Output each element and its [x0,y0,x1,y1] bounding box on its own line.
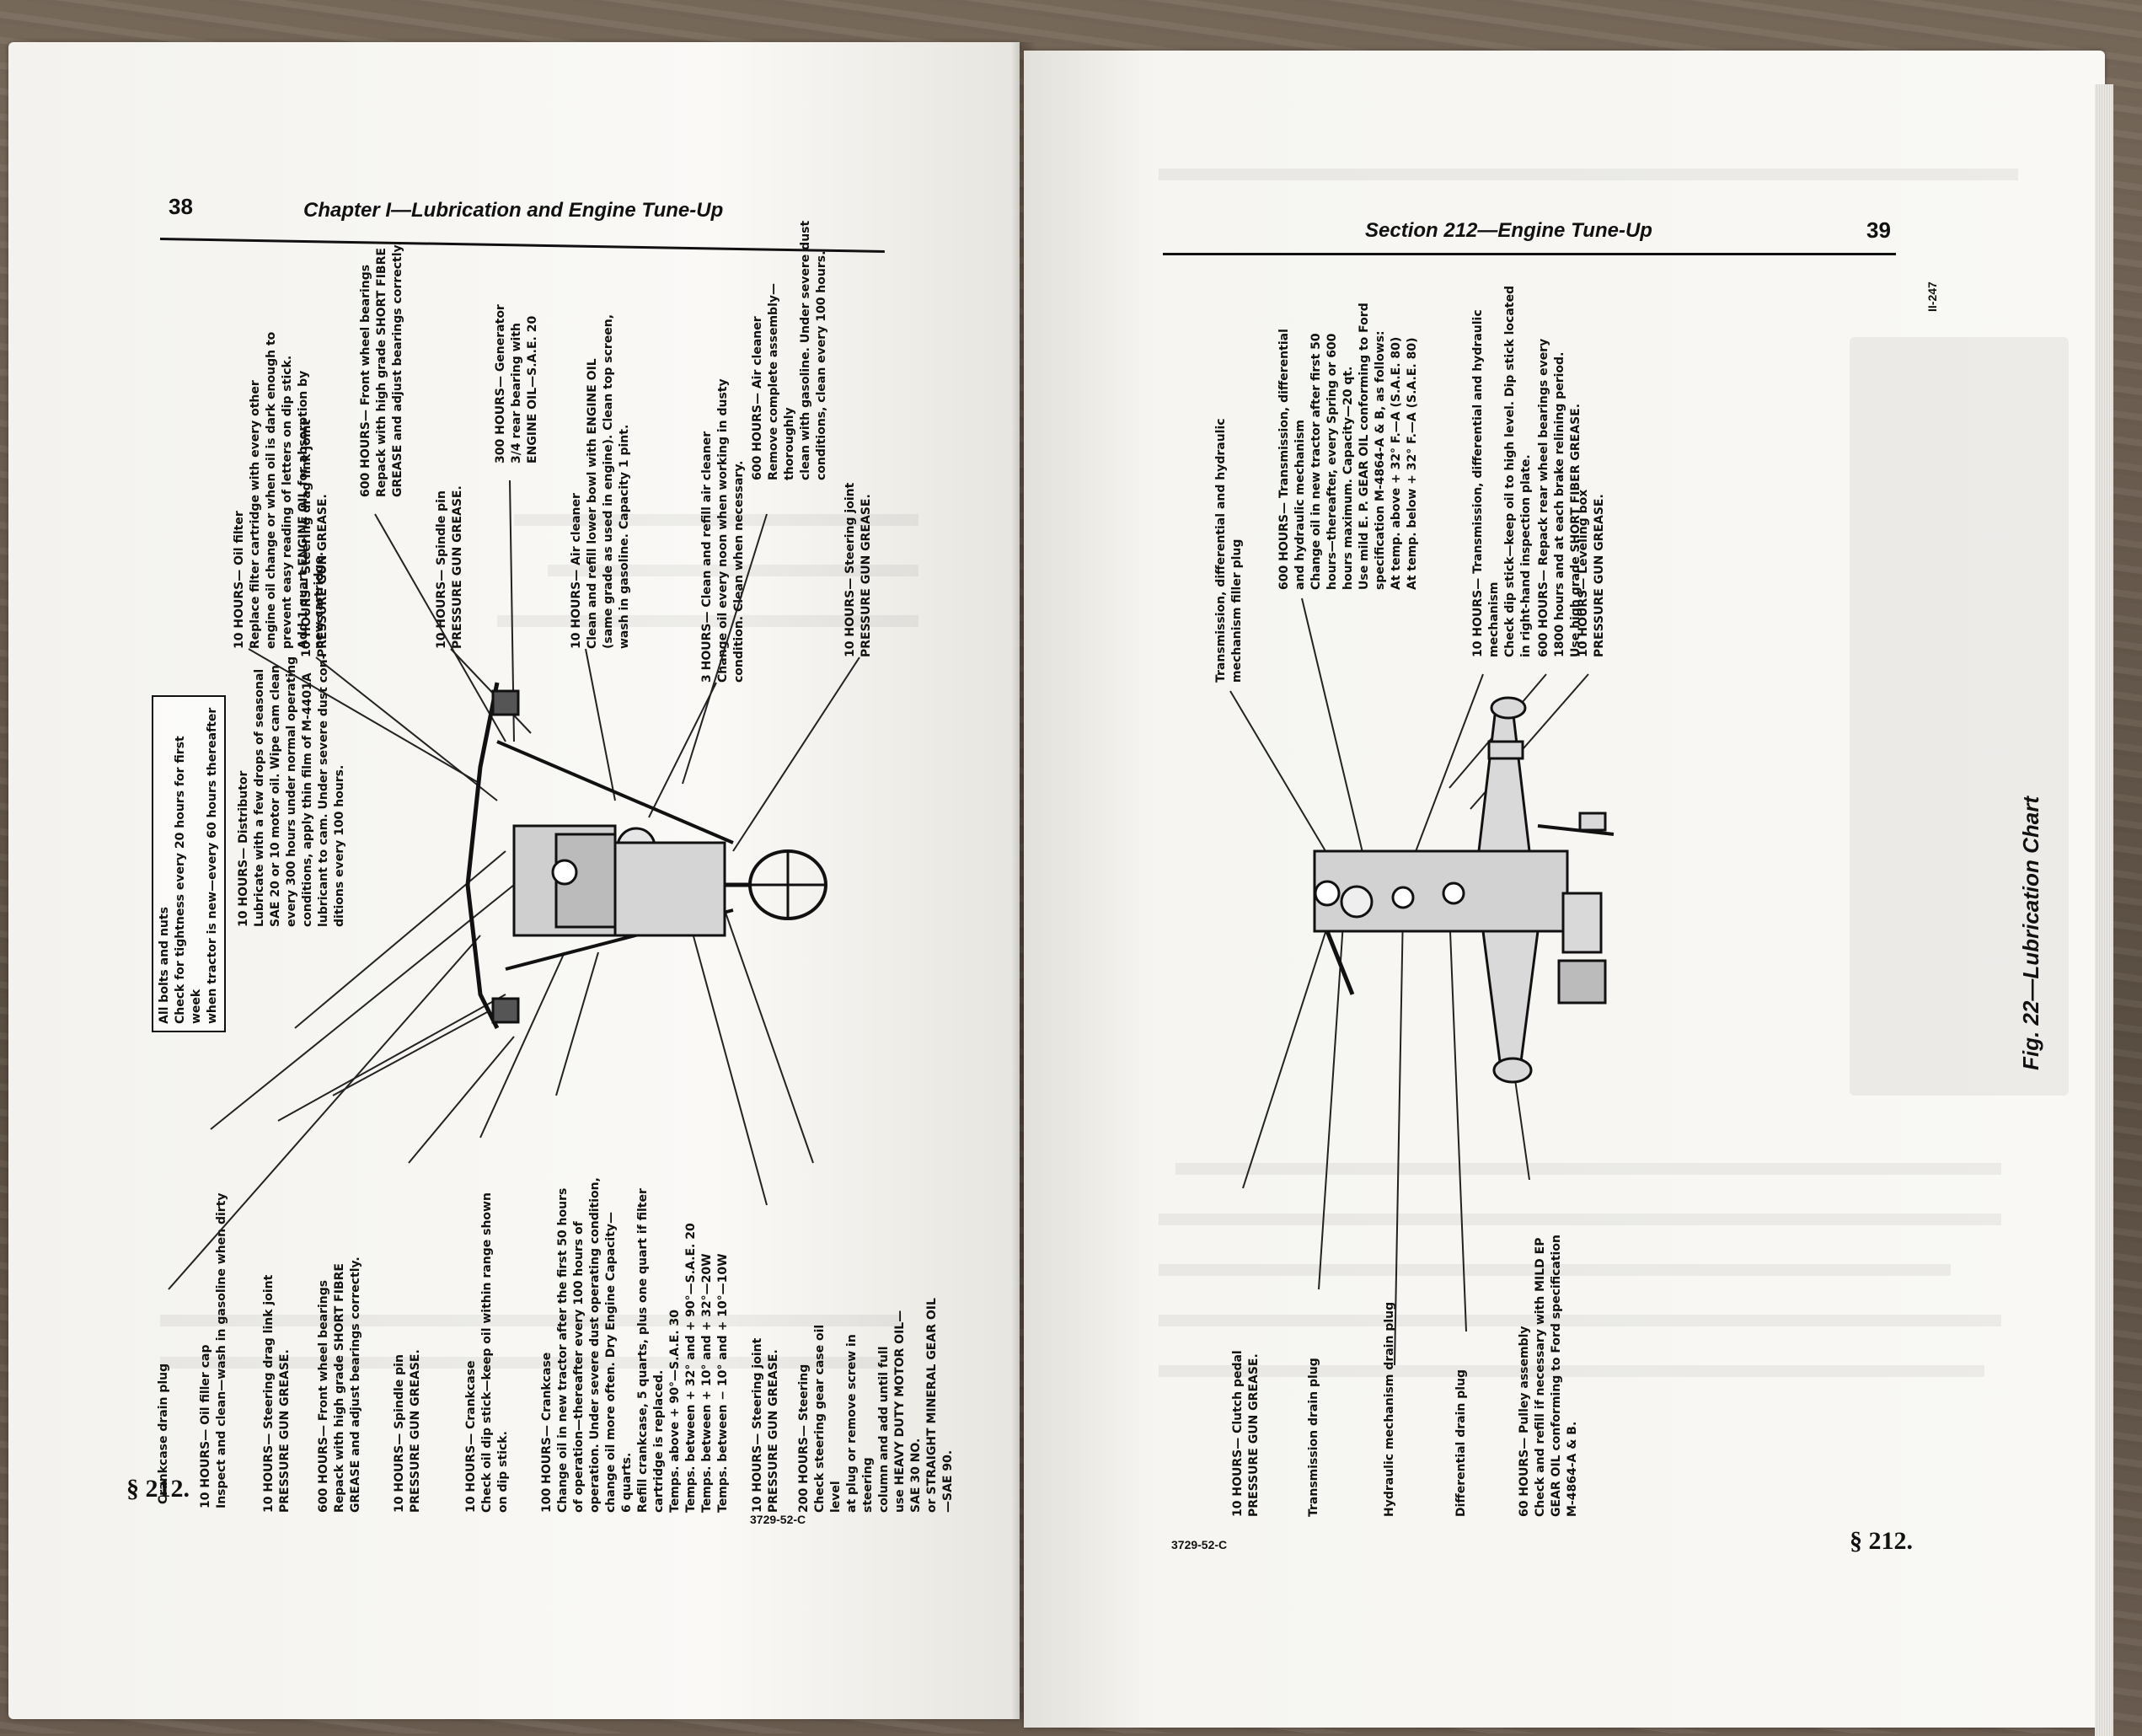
bleed-through-line [1159,1365,1984,1377]
right-section-mark: § 212. [1850,1527,1913,1555]
left-page: 38 Chapter I—Lubrication and Engine Tune… [8,42,1020,1719]
right-lubrication-diagram [1229,597,1615,1366]
header-rule [1163,253,1896,255]
bleed-through-line [1175,1163,2001,1175]
left-section-mark: § 212. [126,1475,190,1503]
right-drawing-code: 3729-52-C [1171,1538,1228,1551]
faded-bleed-photo [1850,337,2069,1096]
left-lubrication-diagram [168,480,860,1290]
left-page-header: Chapter I—Lubrication and Engine Tune-Up [303,199,724,222]
bleed-through-line [497,615,918,627]
bleed-through-line [514,514,918,526]
bleed-through-line [1159,1315,2001,1326]
page-edges [2095,84,2113,1736]
right-page: Section 212—Engine Tune-Up 39 II-247 Tra… [1024,51,2113,1736]
bleed-through-line [160,1315,902,1326]
bleed-through-line [548,565,918,576]
left-drawing-code: 3729-52-C [750,1513,806,1526]
bleed-through-line [1159,169,2018,180]
open-book: 38 Chapter I—Lubrication and Engine Tune… [8,17,2113,1736]
figure-caption: Fig. 22—Lubrication Chart [2018,796,2043,1070]
right-page-header: Section 212—Engine Tune-Up [1365,219,1652,242]
left-page-number: 38 [169,194,193,219]
right-page-number: 39 [1866,217,1891,243]
bleed-through-line [1159,1214,2001,1225]
bleed-through-line [1159,1264,1951,1276]
bleed-through-line [160,1357,885,1369]
